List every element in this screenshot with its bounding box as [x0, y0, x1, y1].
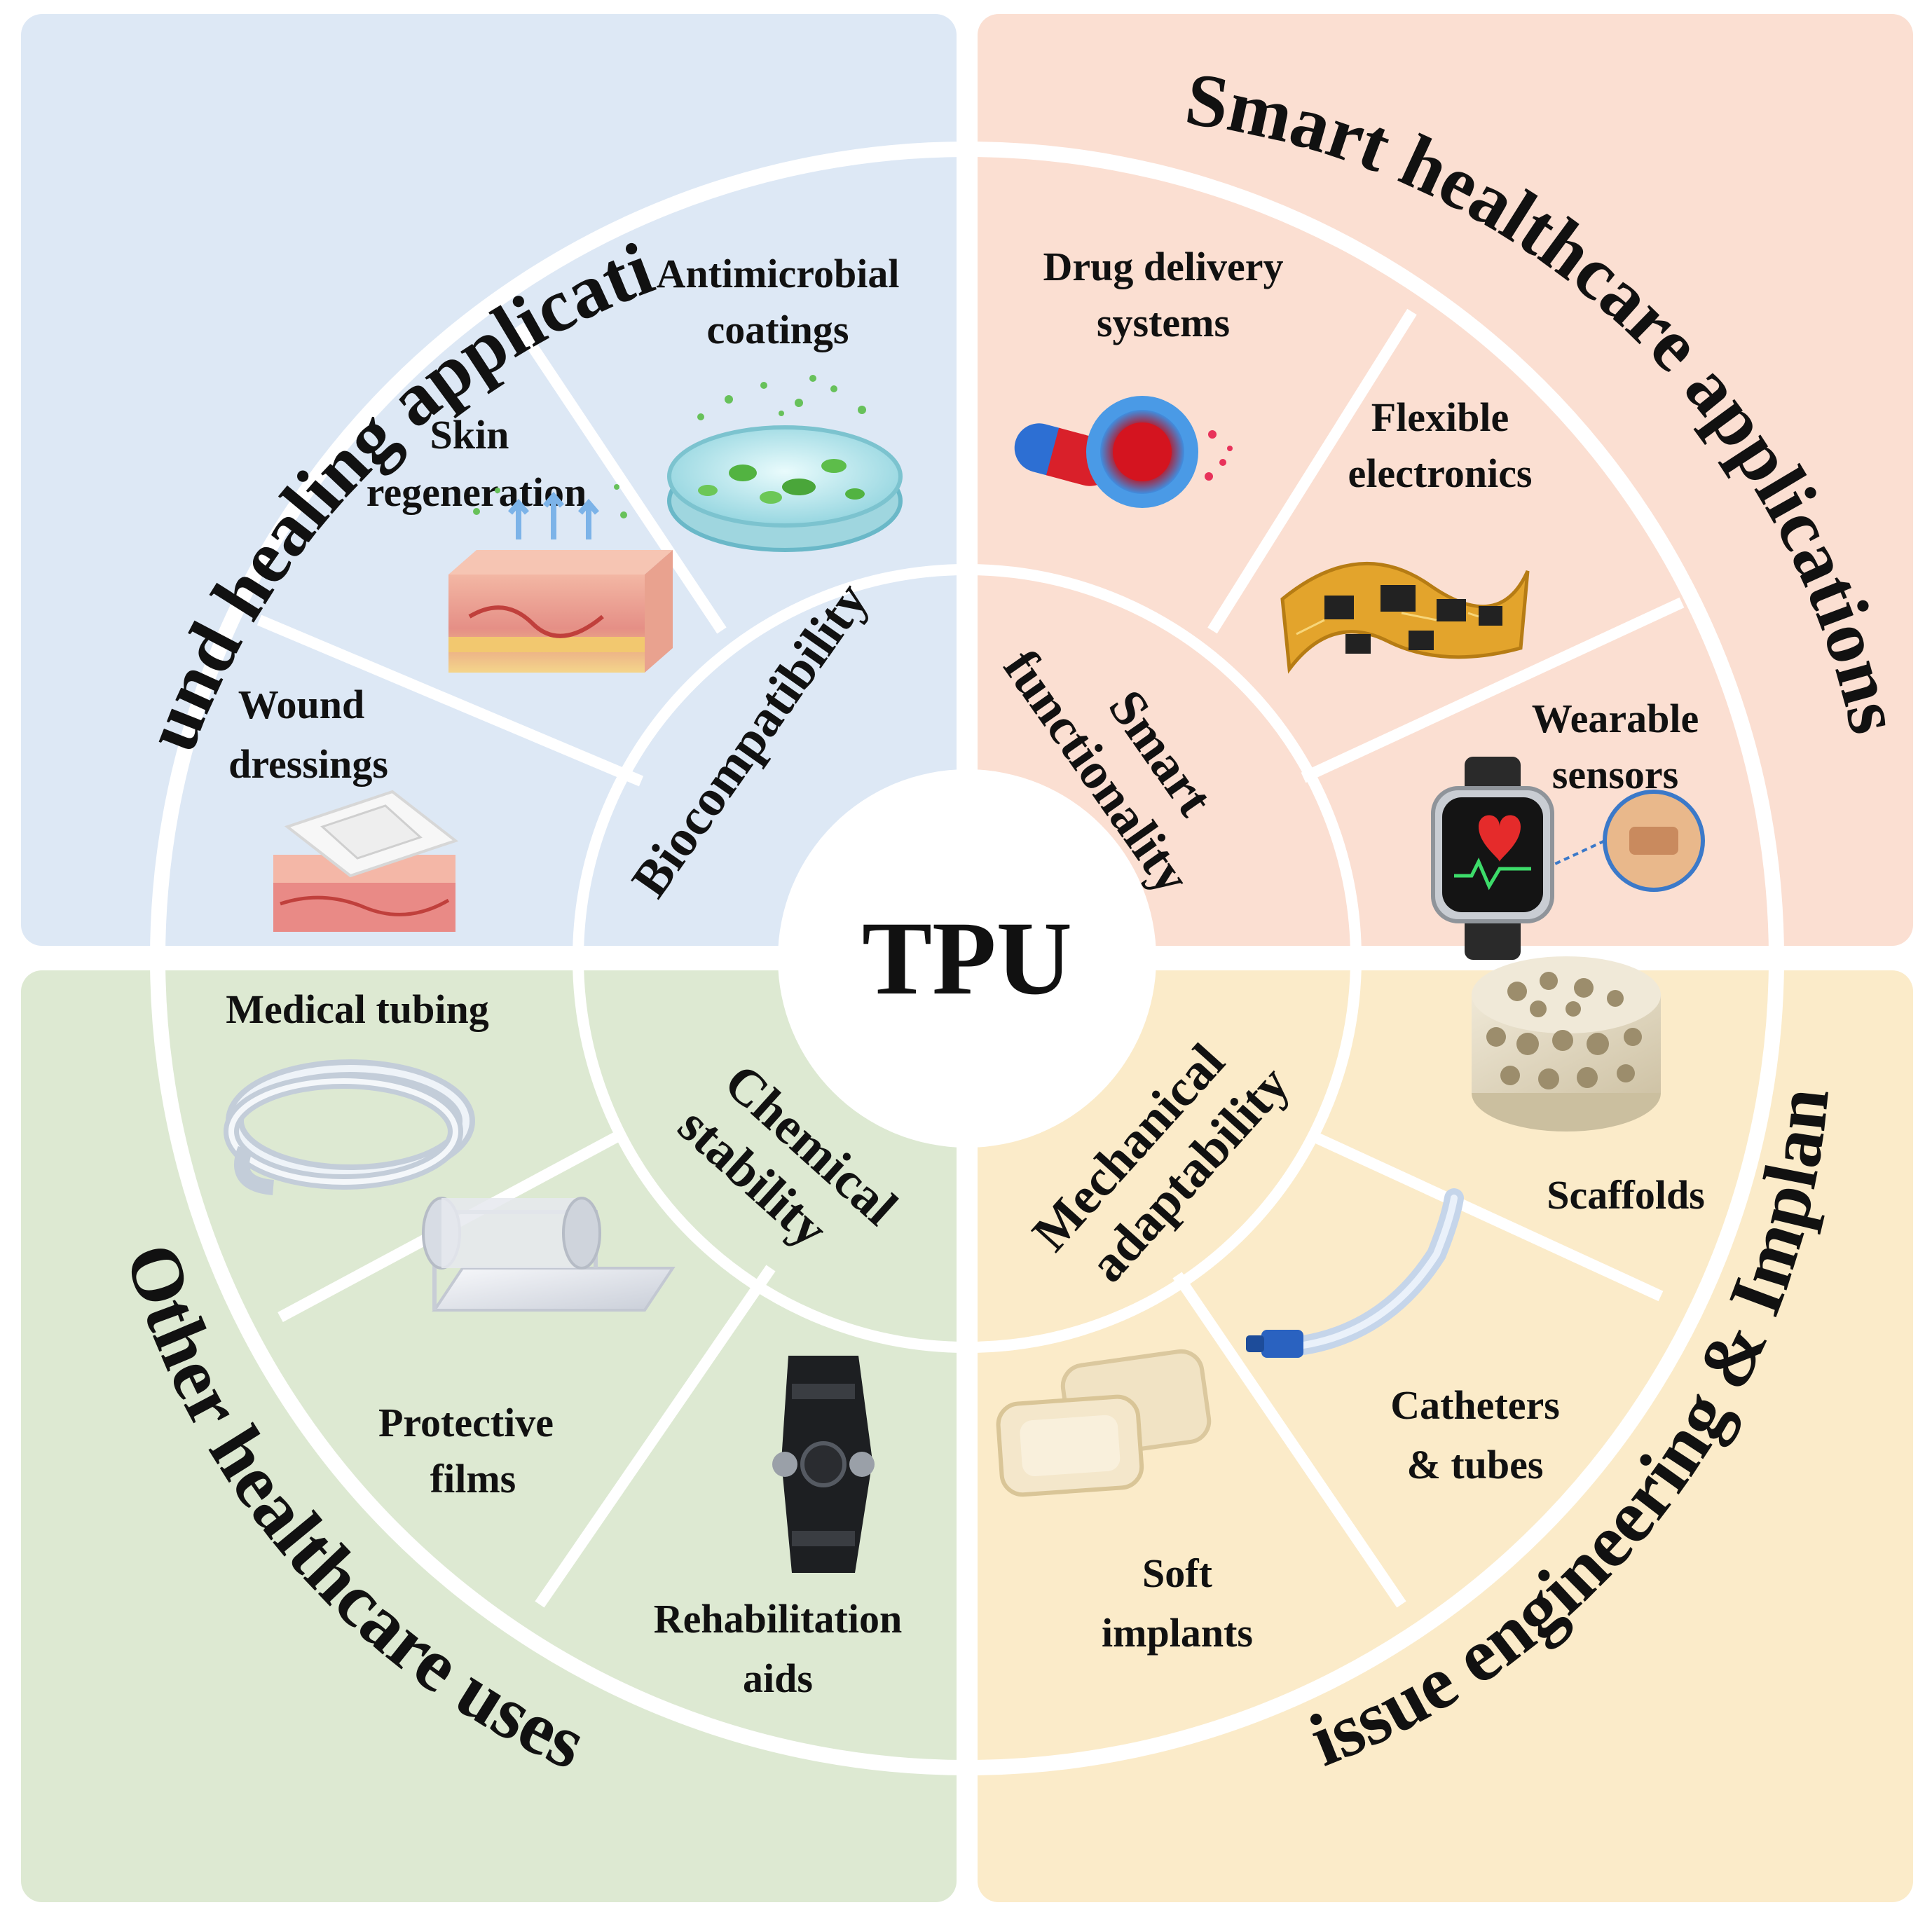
- app-catheters-line1: Catheters: [1390, 1382, 1560, 1428]
- center-circle: [778, 769, 1156, 1148]
- app-antimicrobial-line2: coatings: [707, 307, 849, 352]
- quadrant-tissue-background: [978, 970, 1913, 1902]
- center-label: TPU: [862, 900, 1072, 1017]
- app-protective-line1: Protective: [378, 1400, 554, 1445]
- app-soft-implants-line1: Soft: [1142, 1550, 1213, 1596]
- app-protective-line2: films: [430, 1456, 516, 1501]
- wound-dressing-icon: [273, 790, 459, 932]
- spoke-separators: [256, 308, 1685, 1608]
- app-wound-dressings-line1: Wound: [238, 682, 365, 727]
- catheter-icon: [1246, 1188, 1464, 1358]
- quadrant-smart-background: [978, 14, 1913, 946]
- knee-brace-icon: [772, 1356, 875, 1573]
- app-antimicrobial-line1: Antimicrobial: [657, 251, 900, 296]
- gel-pads-icon: [996, 1349, 1212, 1497]
- petri-dish-icon: [667, 375, 903, 552]
- app-skin-line2: regeneration: [366, 469, 587, 515]
- app-drug-delivery-line1: Drug delivery: [1043, 244, 1283, 289]
- app-flexible-line2: electronics: [1348, 450, 1532, 496]
- app-skin-line1: Skin: [430, 412, 509, 458]
- app-wound-dressings-line2: dressings: [228, 741, 388, 787]
- app-medical-tubing: Medical tubing: [226, 986, 488, 1032]
- quadrant-other-background: [21, 970, 957, 1902]
- quadrant-wound-background: [21, 14, 957, 946]
- app-wearable-line2: sensors: [1552, 752, 1678, 797]
- skin-layers-icon: [448, 484, 673, 673]
- app-catheters-line2: & tubes: [1407, 1442, 1544, 1487]
- flexible-circuit-icon: [1280, 561, 1530, 674]
- tubing-coil-icon: [224, 1059, 475, 1195]
- film-roll-icon: [422, 1197, 676, 1312]
- app-rehab-line2: aids: [743, 1656, 813, 1701]
- app-soft-implants-line2: implants: [1102, 1610, 1253, 1656]
- app-flexible-line1: Flexible: [1371, 394, 1509, 440]
- porous-scaffold-icon: [1472, 956, 1661, 1132]
- smartwatch-icon: [1431, 757, 1705, 960]
- app-drug-delivery-line2: systems: [1097, 300, 1230, 345]
- app-scaffolds: Scaffolds: [1547, 1172, 1705, 1218]
- app-wearable-line1: Wearable: [1532, 696, 1699, 741]
- capsule-nanoparticle-icon: [1014, 396, 1233, 508]
- app-rehab-line1: Rehabilitation: [654, 1596, 903, 1642]
